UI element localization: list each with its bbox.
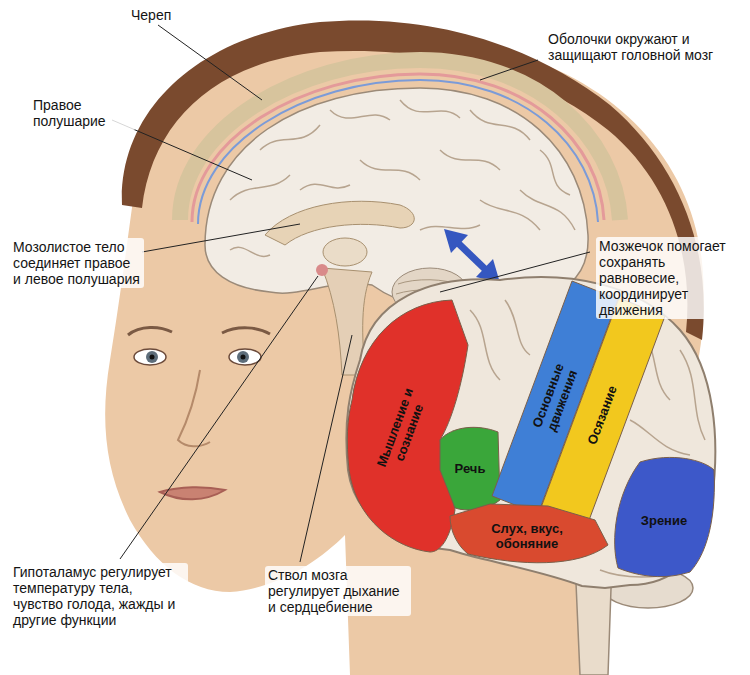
leader-line	[158, 25, 262, 100]
eye	[229, 349, 261, 365]
region-shape	[347, 300, 468, 552]
pupil	[150, 355, 155, 360]
callout-label: Мозжечок помогает сохранять равновесие, …	[596, 237, 750, 319]
nose	[178, 370, 210, 446]
callout-label: Ствол мозга регулирует дыхание и сердцеб…	[265, 566, 411, 616]
hypothalamus	[316, 264, 328, 276]
region-label: Речь	[445, 461, 495, 476]
region-label: Зрение	[624, 513, 704, 528]
gyri	[230, 100, 575, 256]
brain-region: Слух, вкус, обоняние	[448, 502, 610, 570]
leader-line	[120, 276, 318, 559]
mouth	[160, 487, 225, 499]
region-label: Слух, вкус, обоняние	[477, 521, 577, 551]
iris	[146, 351, 158, 363]
brain-region: Зрение	[608, 452, 718, 582]
callout-label: Гипоталамус регулирует температуру тела,…	[10, 563, 188, 629]
pupil	[241, 355, 246, 360]
brain-lateral	[346, 277, 715, 588]
region-shape	[615, 457, 715, 576]
callout-label: Мозолистое тело соединяет правое и левое…	[10, 238, 144, 288]
arrow-shaft	[458, 243, 486, 270]
region-shape	[440, 427, 500, 510]
eye	[134, 349, 166, 365]
brain-region: Речь	[438, 422, 502, 514]
callout-label: Правое полушарие	[30, 96, 136, 130]
eyebrow	[128, 327, 270, 335]
callout-label: Оболочки окружают и защищают головной мо…	[545, 30, 721, 64]
arrow-head	[444, 229, 468, 253]
right-hemisphere	[205, 88, 588, 307]
leader-line	[480, 60, 538, 80]
leader-line	[142, 224, 300, 252]
callout-label: Череп	[128, 6, 174, 24]
region-shape	[450, 504, 608, 563]
leader-line	[300, 335, 352, 562]
thalamus	[323, 238, 367, 266]
iris	[237, 351, 249, 363]
leader-line	[440, 252, 590, 292]
